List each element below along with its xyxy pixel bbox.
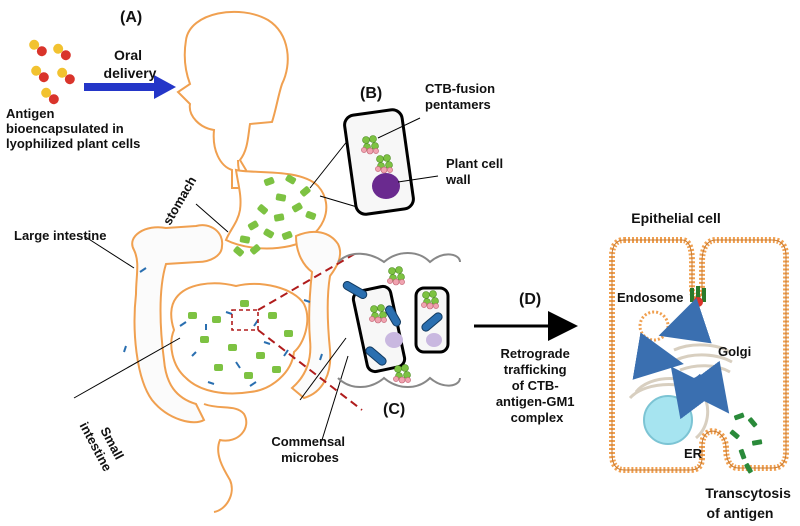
small-intestine (123, 267, 323, 513)
panel-label-b: (B) (360, 85, 382, 102)
plant-cell (343, 108, 439, 216)
endosome-label: Endosome (617, 290, 683, 305)
stomach-label: stomach (160, 174, 200, 228)
plant-cell-wall-label: Plant cell wall (445, 156, 507, 187)
human-head-outline (176, 10, 289, 193)
er-label: ER (684, 446, 703, 461)
panel-label-a: (A) (120, 9, 142, 26)
golgi-label: Golgi (718, 344, 751, 359)
oral-delivery-label: Oral delivery (104, 47, 157, 81)
oral-delivery-arrow (84, 75, 176, 99)
large-intestine-label: Large intestine (14, 228, 106, 243)
retrograde-label: Retrograde trafficking of CTB- antigen-G… (496, 346, 578, 425)
commensal-microbes-label: Commensal microbes (271, 434, 348, 465)
small-intestine-label: Small intestine (77, 412, 129, 474)
endosome (638, 310, 670, 342)
gut-lumen (337, 252, 461, 388)
large-intestine (131, 224, 342, 424)
panel-label-d: (D) (519, 291, 541, 308)
antigen-capsules (29, 39, 75, 105)
antigen-caption: Antigen bioencapsulated in lyophilized p… (6, 106, 140, 151)
zoom-lines (257, 251, 363, 411)
transcytosed-antigen (729, 412, 763, 474)
ctb-fusion-label: CTB-fusion pentamers (425, 81, 499, 112)
stomach (224, 168, 328, 257)
trafficking-arrows (632, 297, 730, 420)
transcytosis-label: Transcytosis of antigen (705, 485, 795, 521)
panel-label-c: (C) (383, 401, 405, 418)
epithelial-cell-label: Epithelial cell (631, 210, 720, 226)
